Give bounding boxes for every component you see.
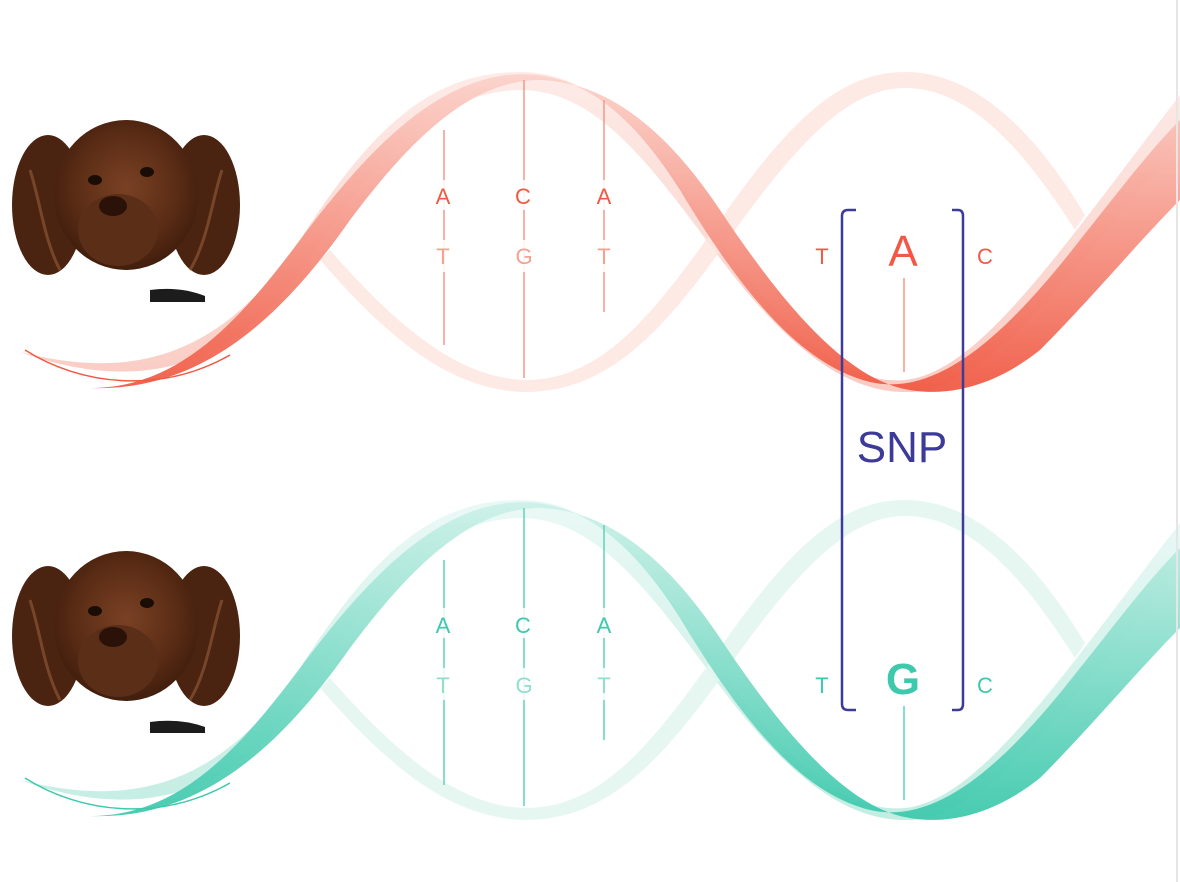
dog-portrait-top xyxy=(10,120,240,302)
bottom-base-upper-1: A xyxy=(436,613,451,638)
top-base-lower-1: T xyxy=(436,244,449,269)
dog-portrait-bottom xyxy=(10,551,240,733)
snp-bracket-left xyxy=(840,208,856,712)
top-front-strand xyxy=(90,74,1180,392)
bottom-base-lower-1: T xyxy=(436,673,449,698)
snp-bracket-right xyxy=(952,208,965,712)
bottom-base-lower-2: G xyxy=(515,673,532,698)
top-base-upper-3: A xyxy=(597,184,612,209)
snp-label: SNP xyxy=(857,423,947,472)
top-helix: A C A T G T T A C xyxy=(20,72,1180,393)
bottom-snp-right: C xyxy=(977,673,993,698)
top-base-lower-2: G xyxy=(515,244,532,269)
top-base-lower-3: T xyxy=(597,244,610,269)
bottom-outline xyxy=(24,777,231,810)
top-snp-left: T xyxy=(815,244,828,269)
dog-portrait-icon xyxy=(12,120,240,302)
dog-portrait-icon xyxy=(12,551,240,733)
bottom-front-strand xyxy=(90,502,1180,820)
bottom-snp-left: T xyxy=(815,673,828,698)
bottom-base-upper-2: C xyxy=(515,613,531,638)
snp-bracket: SNP xyxy=(840,208,965,712)
bottom-helix: A C A T G T T G C xyxy=(20,500,1180,821)
right-edge-divider xyxy=(1176,0,1178,882)
bottom-snp-base: G xyxy=(886,655,920,704)
top-base-upper-1: A xyxy=(436,184,451,209)
top-snp-base: A xyxy=(888,227,918,276)
bottom-base-lower-3: T xyxy=(597,673,610,698)
bottom-base-upper-3: A xyxy=(597,613,612,638)
top-base-upper-2: C xyxy=(515,184,531,209)
top-outline xyxy=(24,349,231,382)
top-snp-right: C xyxy=(977,244,993,269)
